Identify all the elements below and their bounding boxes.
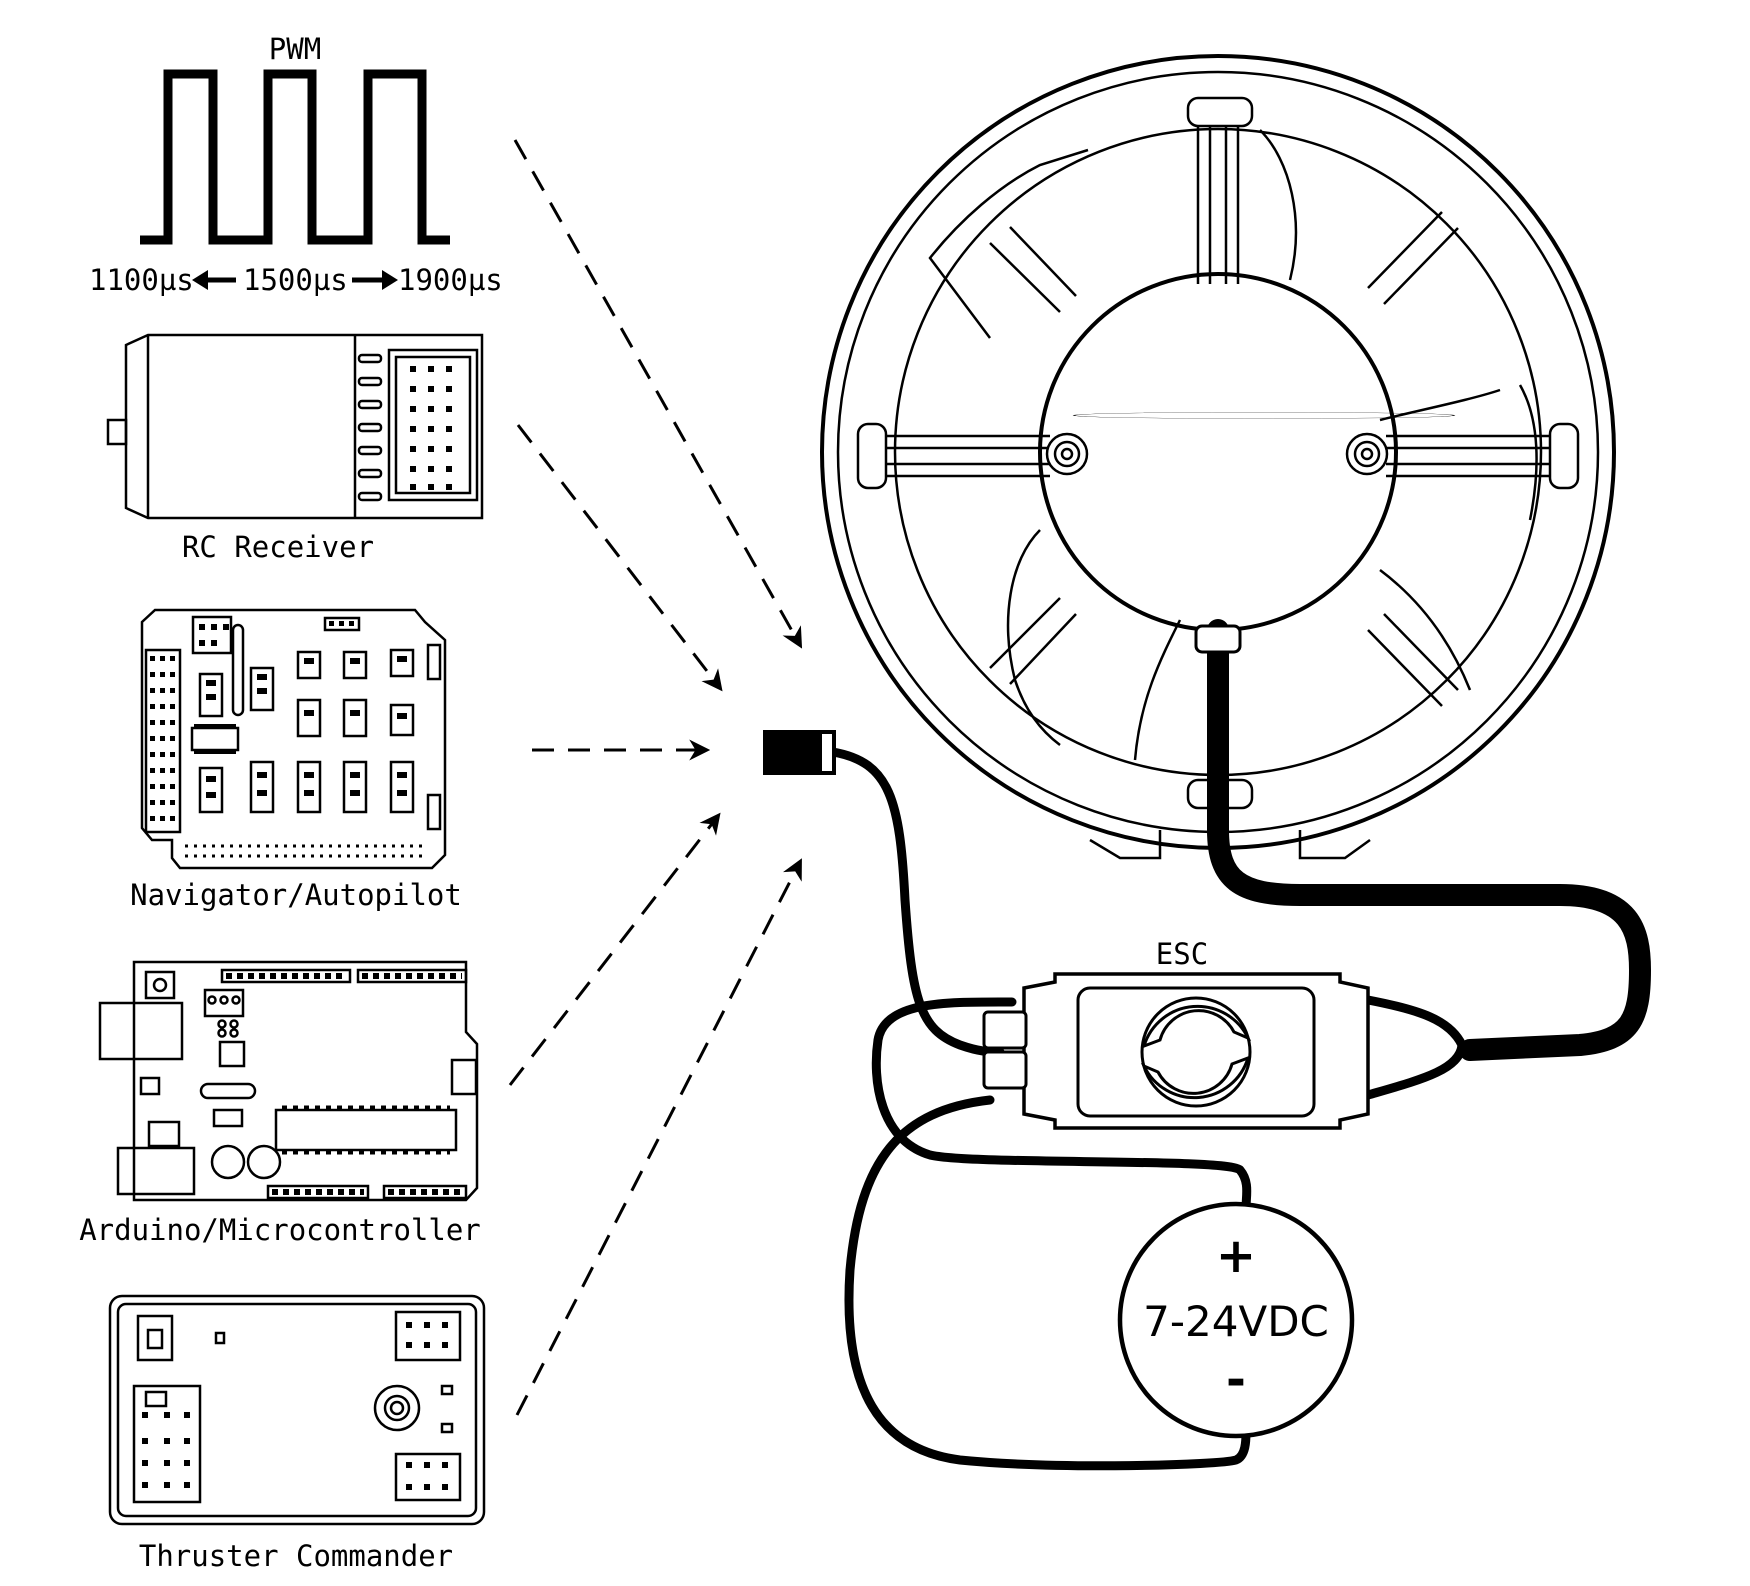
positive-terminal: +	[1216, 1228, 1256, 1284]
pwm-min-label: 1100µs	[89, 263, 194, 297]
navigator-board: Navigator/Autopilot	[130, 608, 462, 912]
rc-receiver: RC Receiver	[106, 333, 484, 564]
voltage-label: 7-24VDC	[1143, 1297, 1329, 1346]
pwm-title: PWM	[269, 32, 321, 66]
negative-terminal: -	[1226, 1352, 1246, 1408]
esc-logo-icon	[1140, 996, 1252, 1108]
arrow-from-arduino	[508, 812, 721, 1086]
pwm-mid-label: 1500µs	[243, 263, 348, 297]
power-wires	[844, 995, 1467, 1471]
esc-label: ESC	[1156, 937, 1208, 971]
arrow-from-pwm	[513, 139, 803, 649]
signal-connector	[763, 730, 1005, 1057]
rc-receiver-label: RC Receiver	[182, 530, 374, 564]
power-supply: + 7-24VDC -	[1117, 1201, 1355, 1439]
arrow-right-icon	[352, 270, 398, 290]
arrow-from-rc-receiver	[516, 424, 723, 692]
signal-arrows	[508, 139, 803, 1416]
arrow-from-thruster-commander	[515, 858, 802, 1416]
arduino-label: Arduino/Microcontroller	[79, 1213, 481, 1247]
pwm-waveform: PWM 1100µs 1500µs 1900µs	[89, 32, 503, 297]
thruster	[820, 54, 1651, 1061]
arrow-left-icon	[192, 270, 236, 290]
thruster-commander-label: Thruster Commander	[139, 1539, 453, 1573]
arduino-board: Arduino/Microcontroller	[79, 960, 481, 1247]
navigator-label: Navigator/Autopilot	[130, 878, 462, 912]
pwm-max-label: 1900µs	[398, 263, 503, 297]
esc: ESC	[982, 937, 1370, 1130]
thruster-commander: Thruster Commander	[108, 1294, 486, 1573]
